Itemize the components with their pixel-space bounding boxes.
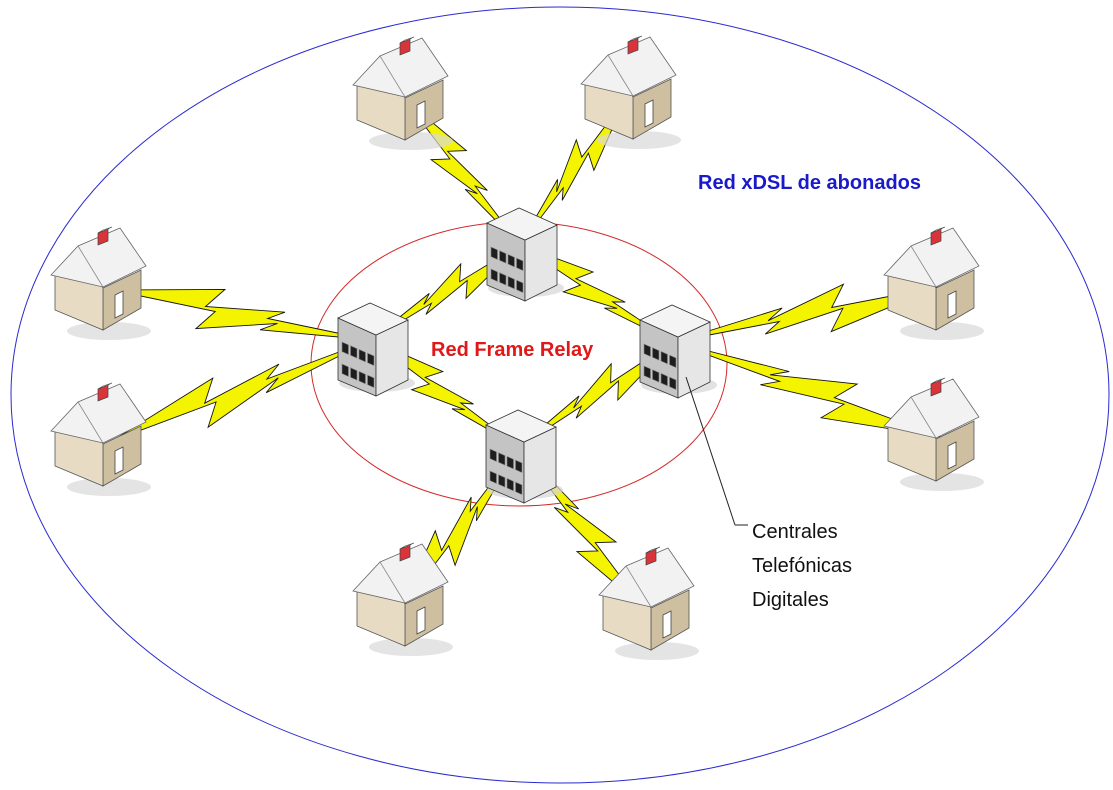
house-bottom-right bbox=[598, 546, 699, 660]
house-left-upper bbox=[50, 226, 151, 340]
exchange-building-right bbox=[639, 304, 717, 399]
house-left-lower bbox=[50, 382, 151, 496]
house-top-right bbox=[580, 35, 681, 149]
subscriber-network-label: Red xDSL de abonados bbox=[698, 172, 922, 194]
frame-relay-network-label: Red Frame Relay bbox=[431, 339, 594, 361]
subscriber-link-lightning-left-upper bbox=[111, 288, 372, 341]
subscriber-network-ellipse bbox=[10, 6, 1110, 784]
house-right-upper bbox=[883, 226, 984, 340]
house-bottom-left bbox=[352, 542, 453, 656]
exchange-building-top bbox=[486, 207, 564, 302]
house-right-lower bbox=[883, 377, 984, 491]
exchange-building-left bbox=[337, 302, 415, 397]
exchange-building-bottom bbox=[485, 409, 563, 504]
callout-line-3: Digitales bbox=[752, 589, 829, 611]
callout-line-1: Centrales bbox=[752, 521, 838, 543]
callout-line-2: Telefónicas bbox=[752, 555, 853, 577]
callout-leader-line bbox=[685, 376, 736, 526]
house-top-left bbox=[352, 36, 453, 150]
exchanges-callout-label: Centrales Telefónicas Digitales bbox=[752, 515, 852, 617]
